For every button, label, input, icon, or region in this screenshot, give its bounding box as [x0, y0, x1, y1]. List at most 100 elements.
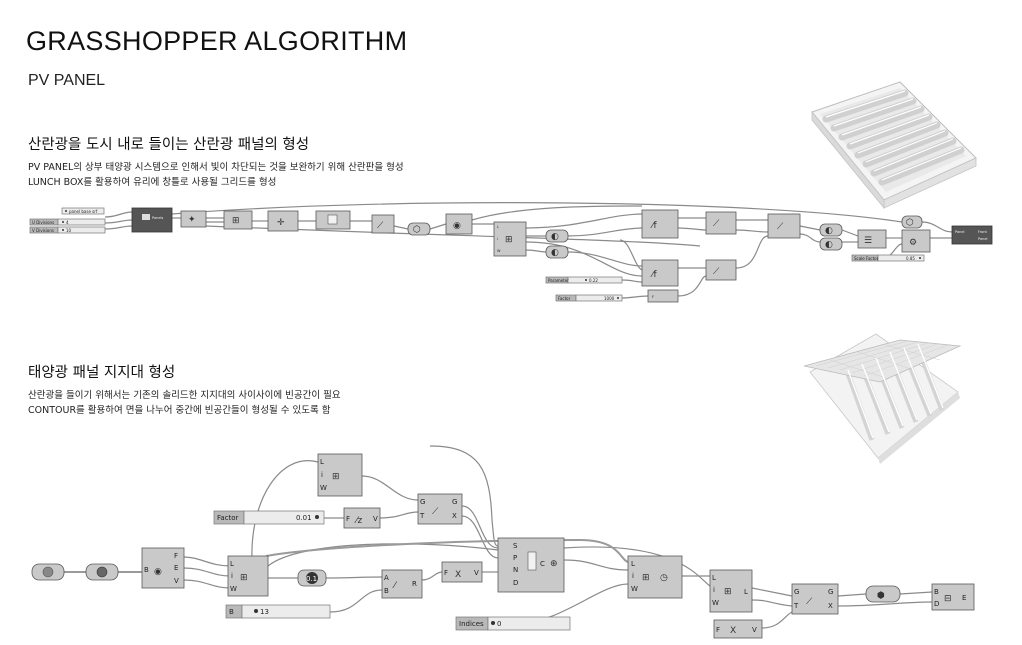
component-12[interactable]: ⁄f — [641, 259, 679, 287]
slider-s2-indices[interactable]: Indices 0 — [455, 616, 571, 631]
slider-v-divisions[interactable]: V Divisions 10 — [29, 226, 106, 234]
svg-text:⁄f: ⁄f — [650, 270, 658, 280]
slider-factor-top[interactable]: Factor 1000 — [555, 294, 623, 302]
svg-text:X: X — [452, 512, 457, 520]
svg-text:0: 0 — [497, 620, 501, 628]
svg-text:E: E — [174, 564, 178, 572]
svg-text:B: B — [934, 588, 939, 596]
component-8[interactable]: LiW ⊞ — [493, 221, 527, 257]
component-17[interactable]: ◐ — [819, 223, 843, 237]
svg-text:⟋: ⟋ — [777, 222, 784, 232]
slider-scale-factor[interactable]: Scale Factor 0.85 — [851, 254, 925, 262]
svg-text:panel base srf: panel base srf — [69, 209, 98, 214]
section2-graph: B ◉ F E V L i W ⊞ L i W ⊞ Factor 0.01 — [31, 445, 975, 639]
svg-text:B: B — [144, 566, 149, 574]
component-panels[interactable]: Panels — [131, 207, 173, 233]
svg-text:W: W — [631, 585, 638, 593]
component-2[interactable]: ⊞ — [223, 210, 253, 230]
svg-text:◐: ◐ — [551, 248, 559, 258]
component-s2-fev[interactable]: B ◉ F E V — [141, 547, 185, 589]
svg-text:L: L — [744, 588, 748, 596]
svg-text:F: F — [652, 295, 654, 299]
page-title: GRASSHOPPER ALGORITHM — [26, 26, 408, 56]
svg-text:C: C — [540, 560, 545, 568]
component-s2-contour[interactable]: S P N D C ⊕ — [497, 537, 565, 593]
param-panel-base-srf[interactable]: panel base srf — [61, 207, 105, 215]
svg-text:X: X — [455, 570, 461, 580]
component-15[interactable]: ⟋ — [705, 259, 737, 281]
slider-s2-factor[interactable]: Factor 0.01 — [213, 510, 325, 525]
svg-text:0.85: 0.85 — [906, 256, 915, 261]
svg-text:G: G — [828, 588, 833, 596]
section2-line-1: 산란광을 들이기 위해서는 기존의 솔리드한 지지대의 사이사이에 빈공간이 필… — [28, 390, 341, 401]
component-s2-liw-2[interactable]: L i W ⊞ — [317, 453, 363, 497]
component-s2-abr[interactable]: A B ⁄ R — [381, 569, 423, 599]
svg-text:F: F — [174, 552, 178, 560]
component-5[interactable]: ⟋ — [371, 214, 395, 234]
component-s2-gtgx-2[interactable]: G T ⟋ G X — [791, 583, 839, 615]
component-s2-fzv[interactable]: F ⁄z V — [343, 507, 381, 529]
component-s2-fxv-1[interactable]: F X V — [441, 561, 483, 583]
svg-text:D: D — [934, 600, 939, 608]
component-7[interactable]: ◉ — [445, 213, 473, 235]
svg-text:⟋: ⟋ — [713, 267, 720, 277]
component-s2-bde[interactable]: B D ⊟ E — [931, 583, 975, 611]
component-s2-value-01[interactable]: 0.1 — [297, 569, 327, 587]
svg-text:G: G — [452, 498, 457, 506]
component-s2-2[interactable] — [85, 563, 119, 581]
svg-text:B: B — [384, 587, 389, 595]
svg-text:Panels: Panels — [152, 216, 163, 220]
component-s2-liw-l[interactable]: L i W ⊞ L — [709, 569, 753, 613]
svg-text:☰: ☰ — [864, 236, 872, 246]
svg-text:✦: ✦ — [188, 215, 196, 225]
louver-panel-render — [811, 81, 977, 210]
svg-text:◐: ◐ — [825, 240, 833, 250]
svg-text:Panel: Panel — [978, 237, 987, 241]
svg-text:0.01: 0.01 — [296, 514, 312, 522]
slider-parameter[interactable]: Parameter 0.22 — [545, 276, 623, 284]
svg-text:Indices: Indices — [459, 620, 484, 628]
component-10[interactable]: ◐ — [545, 245, 569, 259]
component-s2-1[interactable] — [31, 563, 65, 581]
svg-text:T: T — [419, 512, 425, 520]
svg-text:B: B — [229, 608, 234, 616]
slider-u-divisions[interactable]: U Divisions 4 — [29, 218, 106, 226]
component-s2-cap[interactable]: ⬢ — [865, 585, 901, 603]
component-panel-out[interactable]: Panel Front Panel — [951, 225, 993, 245]
svg-text:◷: ◷ — [660, 573, 668, 583]
component-18[interactable]: ◐ — [819, 237, 843, 251]
component-16[interactable]: ⟋ — [767, 213, 801, 239]
component-13[interactable]: F — [647, 289, 679, 303]
component-11[interactable]: ⁄f — [641, 209, 679, 239]
svg-text:⁄z: ⁄z — [354, 516, 363, 526]
component-3[interactable]: ✛ — [267, 210, 299, 232]
component-s2-liw-1[interactable]: L i W ⊞ — [227, 555, 269, 597]
component-s2-fxv-2[interactable]: F X V — [713, 619, 763, 639]
component-9[interactable]: ◐ — [545, 229, 569, 243]
component-14[interactable]: ⟋ — [705, 211, 737, 235]
component-1[interactable]: ✦ — [180, 210, 207, 228]
svg-text:L: L — [712, 574, 716, 582]
svg-text:W: W — [712, 599, 719, 607]
section1-line-2: LUNCH BOX를 활용하여 유리에 창틀로 사용될 그리드를 형성 — [28, 177, 277, 188]
slider-s2-b[interactable]: B 13 — [225, 604, 331, 619]
component-4[interactable] — [315, 210, 351, 230]
svg-text:4: 4 — [66, 220, 69, 225]
svg-text:X: X — [828, 602, 833, 610]
svg-text:⊕: ⊕ — [550, 559, 558, 569]
component-s2-liw-3[interactable]: L i W ⊞ ◷ — [627, 555, 683, 599]
component-s2-gtgx-1[interactable]: G T ⟋ G X — [417, 493, 463, 525]
svg-text:F: F — [346, 515, 350, 523]
section1-text: PV PANEL의 상부 태양광 시스템으로 인해서 빛이 차단되는 것을 보완… — [28, 160, 404, 190]
svg-text:⟋: ⟋ — [806, 597, 813, 607]
svg-text:N: N — [513, 566, 518, 574]
svg-text:⊞: ⊞ — [332, 472, 340, 482]
component-21[interactable]: ⚙ — [901, 229, 931, 253]
component-20[interactable]: ⬡ — [901, 215, 923, 229]
section2-text: 산란광을 들이기 위해서는 기존의 솔리드한 지지대의 사이사이에 빈공간이 필… — [28, 388, 341, 418]
svg-text:V: V — [174, 577, 179, 585]
component-19[interactable]: ☰ — [857, 229, 887, 249]
component-6[interactable]: ⬡ — [407, 222, 431, 236]
svg-text:Parameter: Parameter — [548, 278, 569, 283]
